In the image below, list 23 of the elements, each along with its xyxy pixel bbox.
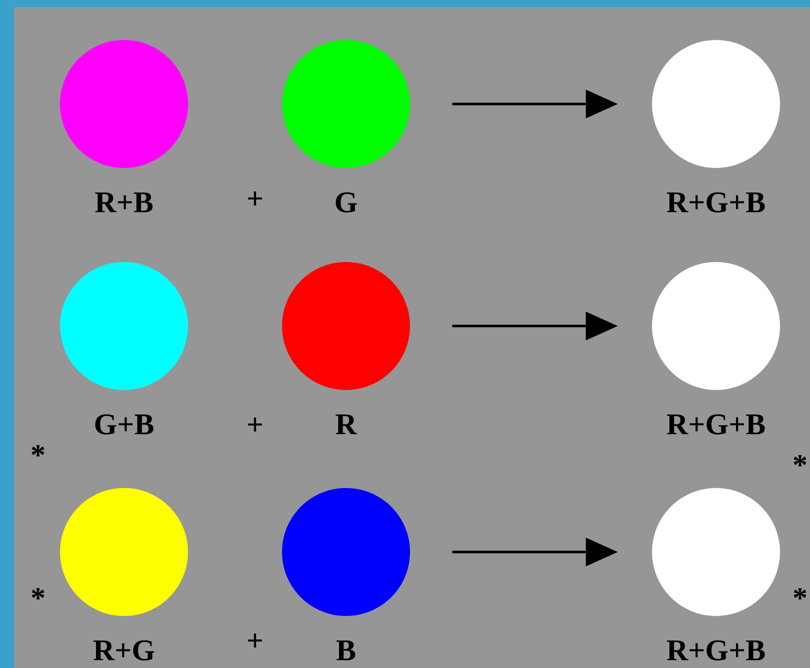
color-label: R+G+B (666, 414, 765, 434)
color-label: R (336, 414, 358, 434)
color-circle (282, 40, 410, 212)
operator-sign: + (248, 192, 262, 206)
color-label: G (336, 192, 357, 212)
operator-sign: + (248, 634, 262, 648)
color-label: G+B (95, 414, 154, 434)
color-circle (60, 40, 188, 212)
color-circle (652, 488, 780, 660)
color-circle (60, 262, 188, 434)
color-label: R+G (93, 640, 154, 660)
color-label: R+G+B (666, 192, 765, 212)
color-label: B (336, 640, 356, 660)
color-label: R+G+B (666, 640, 765, 660)
operator-sign: * (32, 445, 44, 456)
color-circle (282, 488, 410, 660)
operator-sign: + (248, 418, 262, 432)
color-circle (60, 488, 188, 660)
color-label: R+B (95, 192, 153, 212)
color-circle (652, 40, 780, 212)
color-circle (282, 262, 410, 434)
color-circle (652, 262, 780, 434)
operator-sign: * (794, 455, 806, 466)
